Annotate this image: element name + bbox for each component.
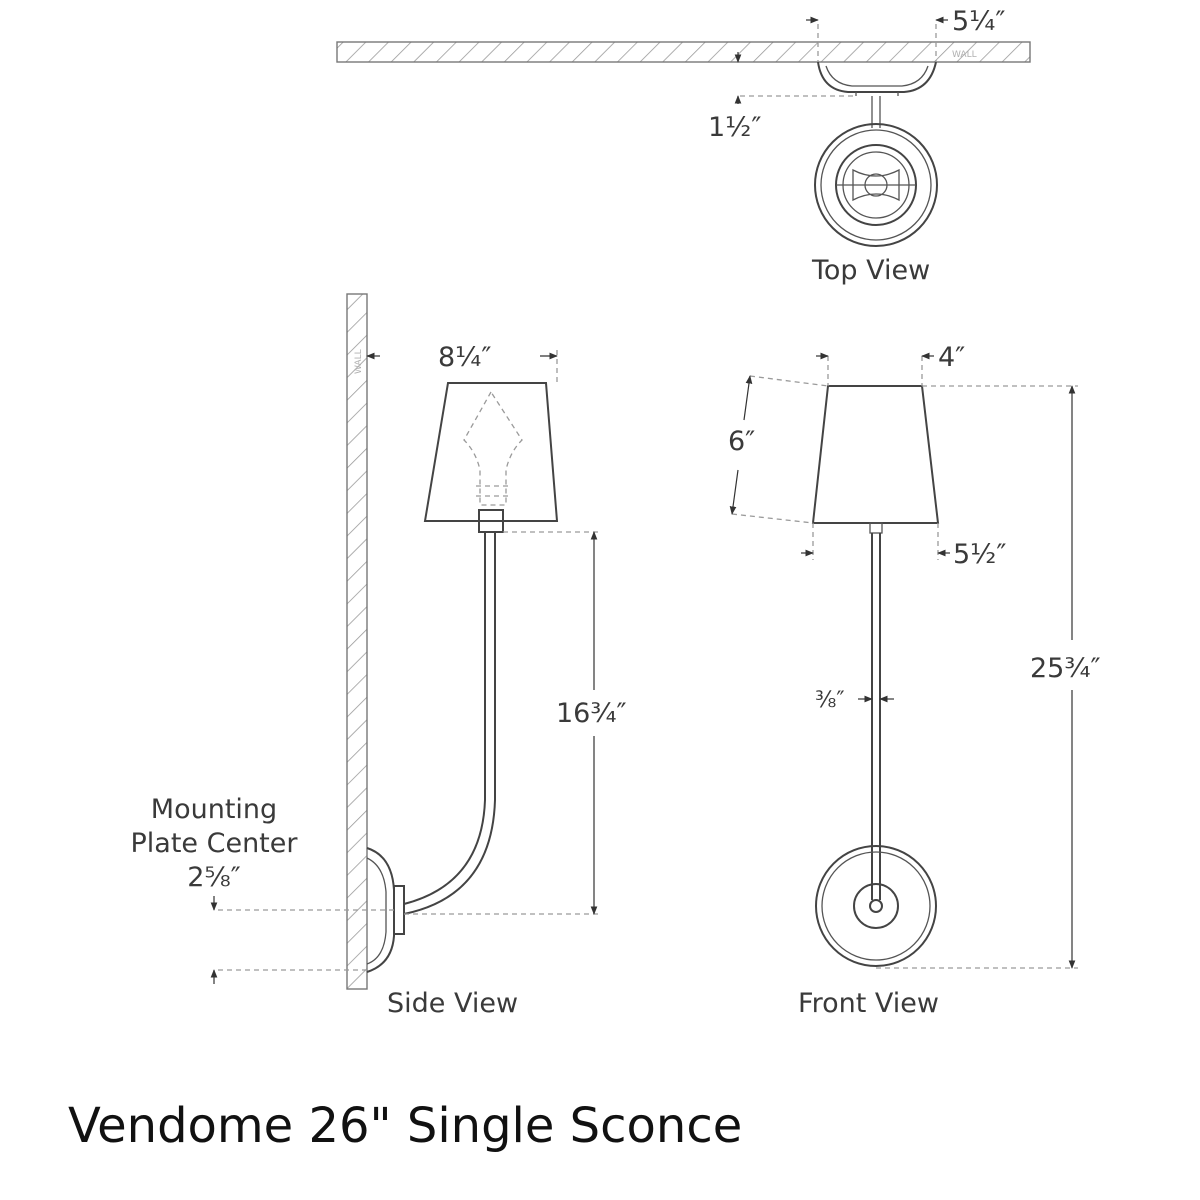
dim-side-extension: 8¼″ (438, 342, 491, 373)
side-wall-label: WALL (354, 349, 364, 374)
side-view-wall (346, 293, 368, 990)
top-backplate (817, 61, 937, 93)
side-view-label: Side View (387, 988, 518, 1019)
top-view-wall (336, 41, 1031, 63)
top-shade-outer (814, 123, 938, 247)
product-caption: Vendome 26" Single Sconce (68, 1098, 743, 1154)
dim-side-arm-height: 16¾″ (556, 698, 627, 729)
dim-shade-bottom: 5½″ (953, 539, 1006, 570)
dim-stem: ⅜″ (815, 688, 845, 713)
top-view-label: Top View (811, 255, 930, 286)
dim-top-depth: 5¼″ (952, 6, 1005, 37)
side-arm (403, 532, 486, 905)
top-wall-label: WALL (952, 50, 977, 60)
sconce-dimension-drawing: WALL 5¼″ 1½″ Top View WALL (131, 6, 1101, 1019)
side-shade (423, 382, 559, 522)
front-backplate (815, 845, 937, 967)
dim-shade-top: 4″ (938, 342, 965, 373)
mounting-label-1: Mounting (151, 794, 277, 825)
mounting-value: 2⅝″ (187, 862, 240, 893)
front-shade (811, 385, 940, 524)
side-bulb (463, 390, 523, 506)
dim-top-backplate: 1½″ (708, 112, 761, 143)
dim-shade-height: 6″ (728, 426, 755, 457)
side-view: WALL 8¼″ 16¾″ Mounting Plate Center 2⅝″ (131, 293, 627, 1019)
front-view: 4″ 6″ 5½″ ⅜″ 25¾″ Front View (728, 342, 1101, 1019)
mounting-label-2: Plate Center (131, 828, 299, 859)
front-view-label: Front View (798, 988, 939, 1019)
top-view: WALL 5¼″ 1½″ Top View (336, 6, 1031, 286)
dim-overall-height: 25¾″ (1030, 653, 1101, 684)
